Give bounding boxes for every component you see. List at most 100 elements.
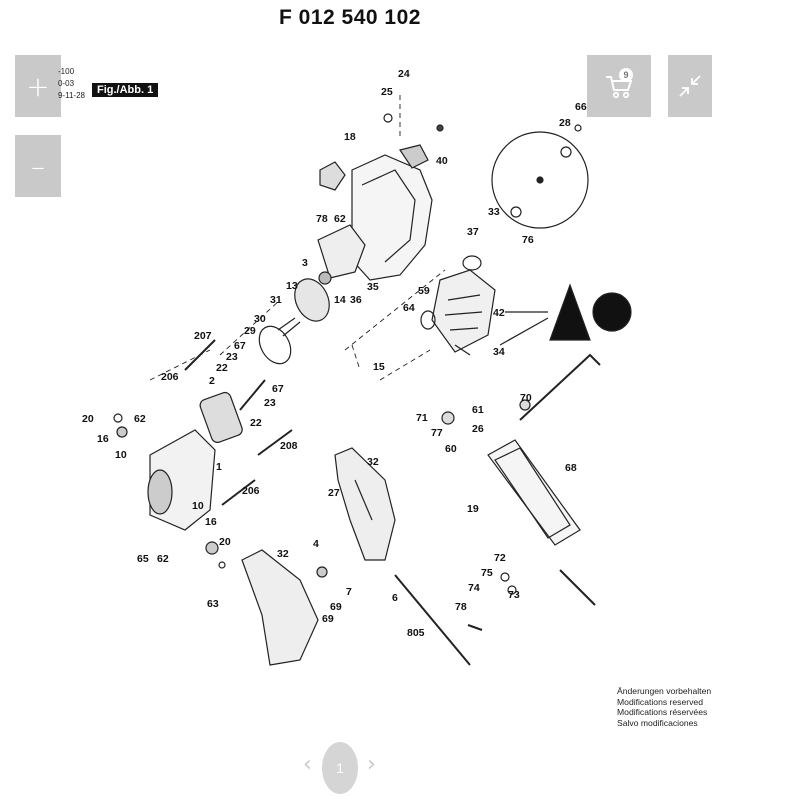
part-label: 1 [216, 461, 222, 473]
plus-icon: + [26, 69, 50, 103]
drawing-meta: -100 0-03 9-11-28 [58, 66, 85, 102]
part-label: 30 [254, 313, 266, 325]
part-label: 64 [403, 302, 415, 314]
part-label: 78 [455, 601, 467, 613]
part-label: 14 [334, 294, 346, 306]
part-label: 63 [207, 598, 219, 610]
part-label: 36 [350, 294, 362, 306]
front-handle [241, 549, 319, 666]
part-label: 75 [481, 567, 493, 579]
part-label: 207 [194, 330, 212, 342]
part-label: 6 [392, 592, 398, 604]
lower-guard [431, 269, 496, 353]
part-label: 24 [398, 68, 410, 80]
part-label: 22 [250, 417, 262, 429]
part-label: 72 [494, 552, 506, 564]
minus-icon: – [31, 149, 45, 183]
part-label: 3 [302, 257, 308, 269]
part-label: 69 [322, 613, 334, 625]
part-label: 67 [234, 340, 246, 352]
part-label: 208 [280, 440, 298, 452]
meta-line: 9-11-28 [58, 91, 85, 100]
cart-button[interactable] [587, 55, 651, 117]
part-label: 22 [216, 362, 228, 374]
part-label: 62 [334, 213, 346, 225]
part-label: 13 [286, 280, 298, 292]
notice-line: Änderungen vorbehalten [617, 686, 712, 696]
part-label: 71 [416, 412, 428, 424]
notice-line: Modifications réservées [617, 707, 708, 717]
part-label: 77 [431, 427, 443, 439]
part-label: 206 [242, 485, 260, 497]
part-label: 10 [115, 449, 127, 461]
part-label: 32 [277, 548, 289, 560]
part-label: 67 [272, 383, 284, 395]
notice-line: Modifications reserved [617, 696, 703, 707]
page-title: F 012 540 102 [279, 6, 421, 29]
part-label: 29 [244, 325, 256, 337]
base-plate [487, 439, 581, 546]
part-label: 16 [205, 516, 217, 528]
read-manual-sign [592, 292, 632, 332]
part-label: 40 [436, 155, 448, 167]
part-label: 32 [367, 456, 379, 468]
part-label: 74 [468, 582, 480, 594]
warning-sign [549, 283, 591, 341]
part-label: 20 [219, 536, 231, 548]
part-label: 61 [472, 404, 484, 416]
next-page-chevron-icon[interactable]: › [367, 752, 376, 777]
part-label: 33 [488, 206, 500, 218]
part-label: 7 [346, 586, 352, 598]
part-label: 73 [508, 589, 520, 601]
upper-guard [351, 154, 433, 281]
figure-label: Fig./Abb. 1 [92, 83, 159, 97]
zoom-in-button[interactable]: + [15, 55, 61, 117]
part-label: 10 [192, 500, 204, 512]
part-label: 2 [209, 375, 215, 387]
part-label: 65 [137, 553, 149, 565]
collapse-icon [679, 75, 701, 97]
page-indicator-button[interactable]: 1 [322, 742, 358, 794]
part-label: 31 [270, 294, 282, 306]
part-label: 35 [367, 281, 379, 293]
part-label: 42 [493, 307, 505, 319]
part-label: 78 [316, 213, 328, 225]
zoom-out-button[interactable]: – [15, 135, 61, 197]
part-label: 62 [134, 413, 146, 425]
cart-count-badge: 9 [619, 68, 633, 82]
part-label: 60 [445, 443, 457, 455]
part-label: 28 [559, 117, 571, 129]
part-label: 206 [161, 371, 179, 383]
meta-line: -100 [58, 67, 75, 76]
part-label: 25 [381, 86, 393, 98]
part-label: 19 [467, 503, 479, 515]
part-label: 69 [330, 601, 342, 613]
meta-line: 0-03 [58, 79, 75, 88]
part-label: 76 [522, 234, 534, 246]
part-label: 26 [472, 423, 484, 435]
part-label: 68 [565, 462, 577, 474]
part-label: 16 [97, 433, 109, 445]
modifications-notice: Änderungen vorbehalten Modifications res… [617, 686, 711, 728]
part-label: 23 [226, 351, 238, 363]
prev-page-chevron-icon[interactable]: ‹ [303, 752, 312, 777]
part-label: 62 [157, 553, 169, 565]
part-label: 70 [520, 392, 532, 404]
part-label: 66 [575, 101, 587, 113]
part-label: 37 [467, 226, 479, 238]
part-label: 59 [418, 285, 430, 297]
part-label: 23 [264, 397, 276, 409]
part-label: 4 [313, 538, 319, 550]
saw-blade [491, 131, 589, 229]
part-label: 805 [407, 627, 425, 639]
part-label: 34 [493, 346, 505, 358]
part-label: 18 [344, 131, 356, 143]
power-cord [394, 574, 471, 666]
part-label: 27 [328, 487, 340, 499]
part-label: 20 [82, 413, 94, 425]
notice-line: Salvo modificaciones [617, 717, 698, 728]
collapse-button[interactable] [668, 55, 712, 117]
armature [294, 278, 330, 322]
part-label: 15 [373, 361, 385, 373]
